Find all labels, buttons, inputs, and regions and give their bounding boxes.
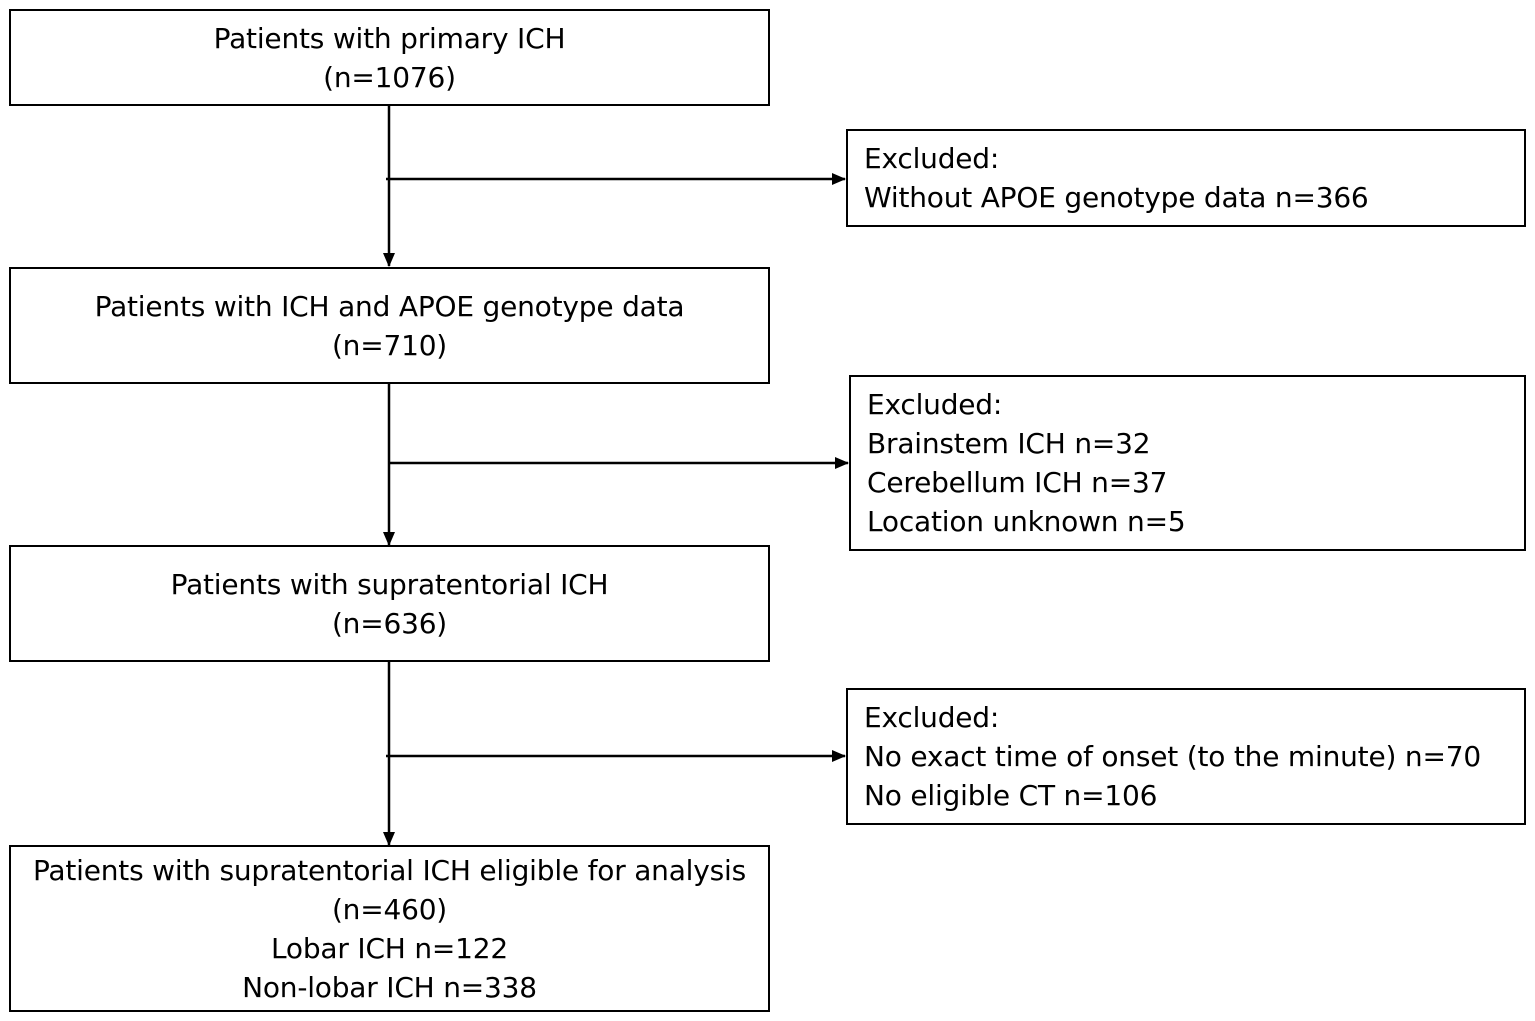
exclusion3-item: No eligible CT n=106 (864, 779, 1158, 812)
exclusion2-item: Brainstem ICH n=32 (867, 427, 1151, 460)
step1-count: (n=1076) (323, 60, 456, 94)
exclusion2-heading: Excluded: (867, 388, 1003, 421)
step1-box: Patients with primary ICH (n=1076) (9, 9, 770, 106)
exclusion1-box: Excluded: Without APOE genotype data n=3… (846, 129, 1526, 227)
exclusion3-item: No exact time of onset (to the minute) n… (864, 740, 1481, 773)
exclusion3-box: Excluded: No exact time of onset (to the… (846, 688, 1526, 825)
step3-title: Patients with supratentorial ICH (170, 567, 609, 601)
step3-count: (n=636) (331, 606, 448, 640)
exclusion3-heading: Excluded: (864, 701, 1000, 734)
step3-box: Patients with supratentorial ICH (n=636) (9, 545, 770, 662)
step2-count: (n=710) (331, 328, 448, 362)
step2-title: Patients with ICH and APOE genotype data (94, 289, 685, 323)
exclusion1-heading: Excluded: (864, 142, 1000, 175)
step2-box: Patients with ICH and APOE genotype data… (9, 267, 770, 384)
step1-title: Patients with primary ICH (213, 21, 566, 55)
exclusion1-item: Without APOE genotype data n=366 (864, 181, 1369, 214)
exclusion2-item: Location unknown n=5 (867, 505, 1186, 538)
step4-box: Patients with supratentorial ICH eligibl… (9, 845, 770, 1012)
step4-count: (n=460) (331, 892, 448, 926)
step4-title: Patients with supratentorial ICH eligibl… (32, 853, 746, 887)
step4-subgroup: Lobar ICH n=122 (271, 931, 508, 965)
exclusion2-item: Cerebellum ICH n=37 (867, 466, 1168, 499)
step4-subgroup: Non-lobar ICH n=338 (242, 970, 537, 1004)
exclusion2-box: Excluded: Brainstem ICH n=32 Cerebellum … (849, 375, 1526, 551)
